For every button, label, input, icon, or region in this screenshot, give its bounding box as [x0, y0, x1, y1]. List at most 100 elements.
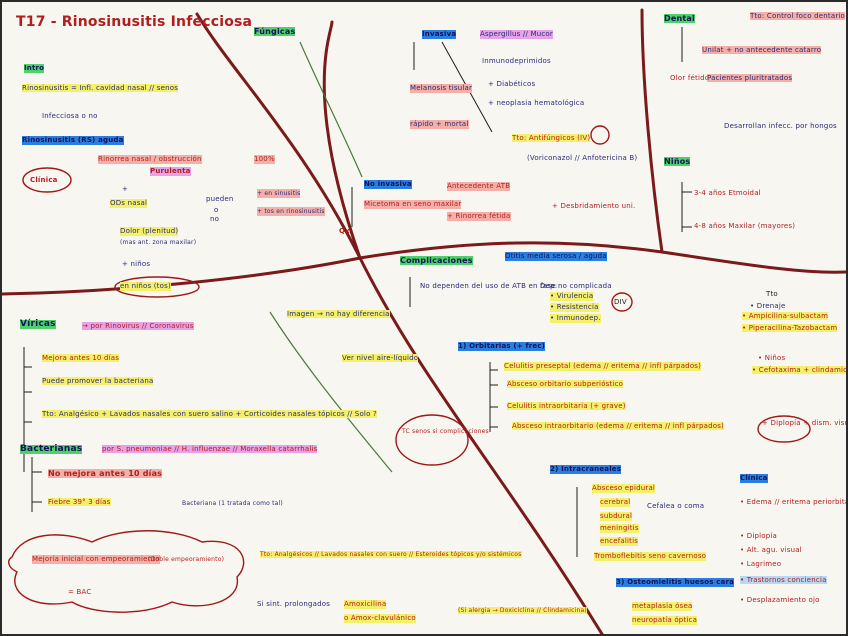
bacterianas-doble: (Doble empeoramiento): [148, 555, 224, 564]
fungicas-no-invasiva: No invasiva: [364, 180, 412, 189]
complic-virulencia: • Virulencia: [550, 292, 593, 301]
complic-piperacilina: • Piperacilina-Tazobactam: [742, 324, 837, 333]
bacterianas-por: por S. pneumoniae // H. influenzae // Mo…: [102, 445, 317, 454]
complic-drenaje: • Drenaje: [750, 302, 786, 311]
intro-subtext: Infecciosa o no: [42, 112, 98, 121]
complic-meningitis: meningitis: [600, 524, 639, 533]
complic-diplopia: + Diplopía + dism. visual: [762, 419, 846, 428]
complic-ninos: • Niños: [758, 354, 785, 363]
viricas-mejora: Mejora antes 10 días: [42, 354, 119, 363]
complic-orbitarias: 1) Orbitarias (+ frec): [458, 342, 545, 351]
complic-absceso-subperiostico: Absceso orbitario subperióstico: [507, 380, 623, 389]
clinical-heading: Rinosinusitis (RS) aguda: [22, 136, 124, 145]
complic-ampicilina: • Ampicilina-sulbactam: [742, 312, 828, 321]
fungicas-micetoma: Micetoma en seno maxilar: [364, 200, 461, 209]
complic-otitis: Otitis media serosa / aguda: [505, 252, 607, 261]
complic-celulitis-intraorbitaria: Celulitis intraorbitaria (+ grave): [507, 402, 626, 411]
viricas-heading: Víricas: [20, 320, 56, 329]
clinical-dolor: Dolor (plenitud): [120, 227, 178, 236]
dental-heading: Dental: [664, 14, 695, 23]
clinical-o: o: [214, 206, 218, 215]
bacterianas-amoxicilina: Amoxicilina: [344, 600, 386, 609]
complic-clin-conciencia: • Trastornos conciencia: [740, 576, 827, 585]
complic-cefalea: Cefalea o coma: [647, 502, 704, 511]
clinical-ninos: + niños: [122, 260, 150, 269]
fungicas-melanosis: Melanosis tisular: [410, 84, 472, 93]
clinical-no: no: [210, 215, 219, 224]
viricas-bacteriana: Puede promover la bacteriana: [42, 377, 153, 386]
complic-dep: Dep:: [540, 282, 557, 291]
complic-absceso-intraorbitario: Absceso intraorbitario (edema // eritema…: [512, 422, 724, 431]
fungicas-desbridamiento: + Desbridamiento uni.: [552, 202, 635, 211]
viricas-imagen: Imagen → no hay diferencia: [287, 310, 390, 319]
bacterianas-amox-clav: o Amox-clavulánico: [344, 614, 416, 623]
complic-intracraneales: 2) Intracraneales: [550, 465, 621, 474]
clinical-pueden: pueden: [206, 195, 234, 204]
bacterianas-alergia: (Si alergia → Doxiciclina // Clindamicin…: [458, 606, 587, 615]
complic-metaplasia: metaplasia ósea: [632, 602, 692, 611]
clinical-tos: + tos en rinosinusitis: [257, 207, 325, 216]
bacterianas-tto: Tto: Analgésicos // Lavados nasales con …: [260, 550, 522, 559]
fungicas-diabeticos: + Diabéticos: [488, 80, 535, 89]
complic-clinica: Clínica: [740, 474, 768, 483]
clinical-ninos-tos: en niños (tos): [120, 282, 171, 291]
clinical-ods: ODs nasal: [110, 199, 147, 208]
complic-clin-lagrimeo: • Lagrimeo: [740, 560, 781, 569]
bacterianas-bac: = BAC: [68, 588, 91, 597]
complic-heading: Complicaciones: [400, 256, 473, 265]
complic-inmunodep: • Inmunodep.: [550, 314, 601, 323]
ninos-heading: Niños: [664, 157, 690, 166]
viricas-por: → por Rinovirus // Coronavirus: [82, 322, 194, 331]
ninos-maxilar: 4-8 años Maxilar (mayores): [694, 222, 795, 231]
dental-desarrollan: Desarrollan infecc. por hongos: [724, 122, 837, 131]
fungicas-antecedente: Antecedente ATB: [447, 182, 510, 191]
fungicas-invasiva: Invasiva: [422, 30, 456, 39]
dental-olor: Olor fétido: [670, 74, 709, 83]
complic-absceso-epidural: Absceso epidural: [592, 484, 655, 493]
fungicas-rapido: rápido + mortal: [410, 120, 469, 129]
fungicas-qx: Qx: [339, 227, 350, 236]
ninos-etmoidal: 3-4 años Etmoidal: [694, 189, 761, 198]
bacterianas-mejoria: Mejoría inicial con empeoramiento: [32, 555, 160, 564]
bacterianas-no-mejora: No mejora antes 10 días: [48, 469, 162, 478]
complic-clin-desplazamiento: • Desplazamiento ojo: [740, 596, 820, 605]
complic-neuropatia: neuropatía óptica: [632, 616, 697, 625]
complic-cefotaxima: • Cefotaxima + clindamicina: [752, 366, 846, 375]
complic-cerebral: cerebral: [600, 498, 630, 507]
complic-encefalitis: encefalitis: [600, 537, 638, 546]
complic-tromboflebitis: Tromboflebitis seno cavernoso: [594, 552, 706, 561]
fungicas-aspergillus: Aspergillus // Mucor: [480, 30, 553, 39]
bacterianas-bacter: Bacteriana (1 tratada como tal): [182, 499, 283, 508]
fungicas-neoplasia: + neoplasia hematológica: [488, 99, 584, 108]
fungicas-voriconazol: (Voriconazol // Anfotericina B): [527, 154, 637, 163]
fungicas-rinorrea: + Rinorrea fétida: [447, 212, 511, 221]
clinical-badge: Clínica: [30, 176, 58, 185]
complic-clin-edema: • Edema // eritema periorbitario // fron…: [740, 498, 846, 507]
viricas-tto: Tto: Analgésico + Lavados nasales con su…: [42, 410, 377, 419]
complic-subdural: subdural: [600, 512, 632, 521]
fungicas-heading: Fúngicas: [254, 27, 295, 36]
complic-clin-diplopia: • Diplopía: [740, 532, 777, 541]
complic-celulitis-preseptal: Celulitis preseptal (edema // eritema //…: [504, 362, 701, 371]
clinical-rinorrea: Rinorrea nasal / obstrucción: [98, 155, 202, 164]
clinical-dolor-zone: (mas ant. zona maxilar): [120, 238, 196, 247]
complic-clin-agudeza: • Alt. agu. visual: [740, 546, 802, 555]
viricas-tc: TC senos si complicaciones: [402, 427, 489, 436]
dental-unilat: Unilat + no antecedente catarro: [702, 46, 821, 55]
viricas-nivel: Ver nivel aire-líquido: [342, 354, 418, 363]
complic-tto: Tto: [766, 290, 778, 299]
bacterianas-sintomas: Si sint. prolongados: [257, 600, 330, 609]
clinical-percent: 100%: [254, 155, 275, 164]
bacterianas-fiebre: Fiebre 39° 3 días: [48, 498, 111, 507]
dental-tto: Tto: Control foco dentario: [750, 12, 845, 21]
complic-no-dependen: No dependen del uso de ATB en fase no co…: [420, 282, 612, 291]
clinical-sinus: + en sinusitis: [257, 189, 300, 198]
fungicas-inmuno: Inmunodeprimidos: [482, 57, 551, 66]
intro-definition: Rinosinusitis = Infl. cavidad nasal // s…: [22, 84, 178, 93]
page-title: T17 - Rinosinusitis Infecciosa: [16, 14, 252, 30]
dental-pacientes: Pacientes pluritratados: [707, 74, 792, 83]
bacterianas-heading: Bacterianas: [20, 445, 82, 454]
fungicas-tto: Tto: Antifúngicos (IV): [512, 134, 590, 143]
